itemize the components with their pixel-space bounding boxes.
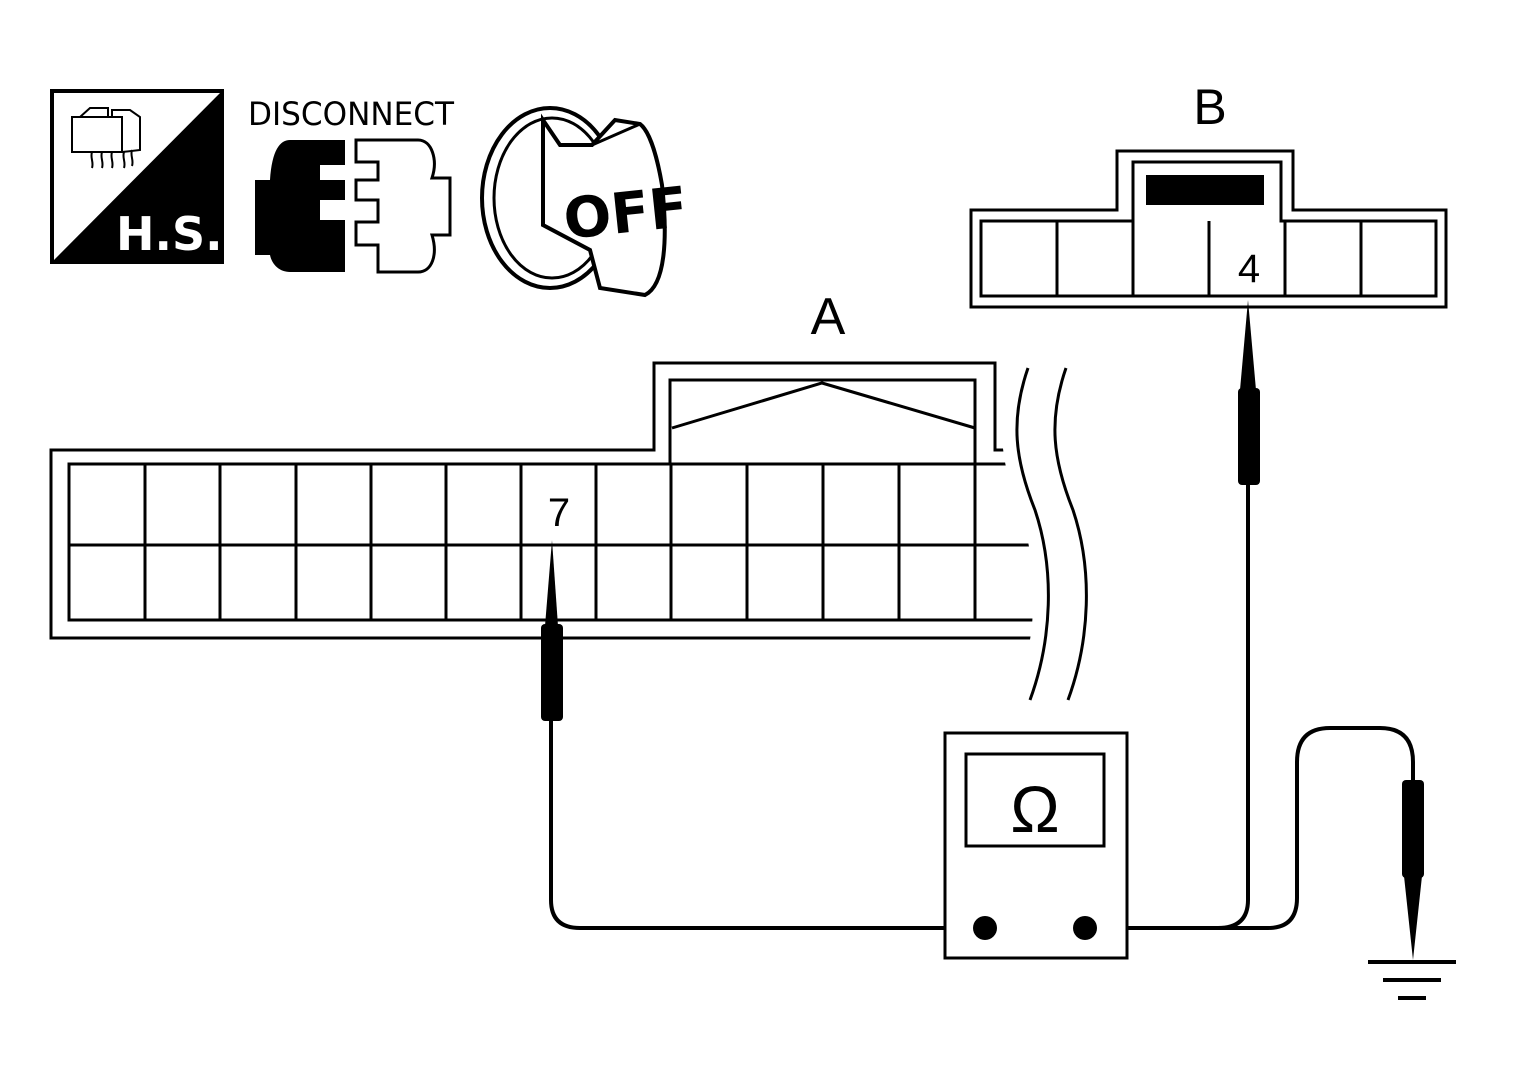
test-probe-ground (1402, 780, 1424, 960)
test-probe-b (1238, 300, 1260, 485)
test-probe-a (541, 540, 563, 721)
connector-a-label: A (811, 288, 846, 346)
connector-b-label: B (1193, 79, 1226, 135)
meter-terminal-left (973, 916, 997, 940)
ignition-off-label: OFF (560, 175, 690, 253)
connector-a-terminal-grid (69, 464, 1046, 620)
test-leads (549, 484, 1415, 930)
hs-label: H.S. (116, 207, 223, 261)
ohm-symbol: Ω (1010, 772, 1059, 846)
disconnect-connector-icon: DISCONNECT (248, 95, 454, 274)
harness-side-icon: H.S. (50, 89, 224, 264)
ground-symbol-icon (1368, 960, 1456, 1000)
connector-b-terminal-label: 4 (1238, 247, 1260, 291)
connector-a: A 7 (49, 288, 1088, 706)
connector-b: B 4 (969, 79, 1448, 309)
connector-a-terminal-label: 7 (548, 491, 570, 535)
ignition-off-icon: OFF (480, 106, 691, 298)
ohmmeter-icon: Ω (943, 731, 1129, 960)
meter-terminal-right (1073, 916, 1097, 940)
disconnect-label: DISCONNECT (248, 95, 454, 133)
